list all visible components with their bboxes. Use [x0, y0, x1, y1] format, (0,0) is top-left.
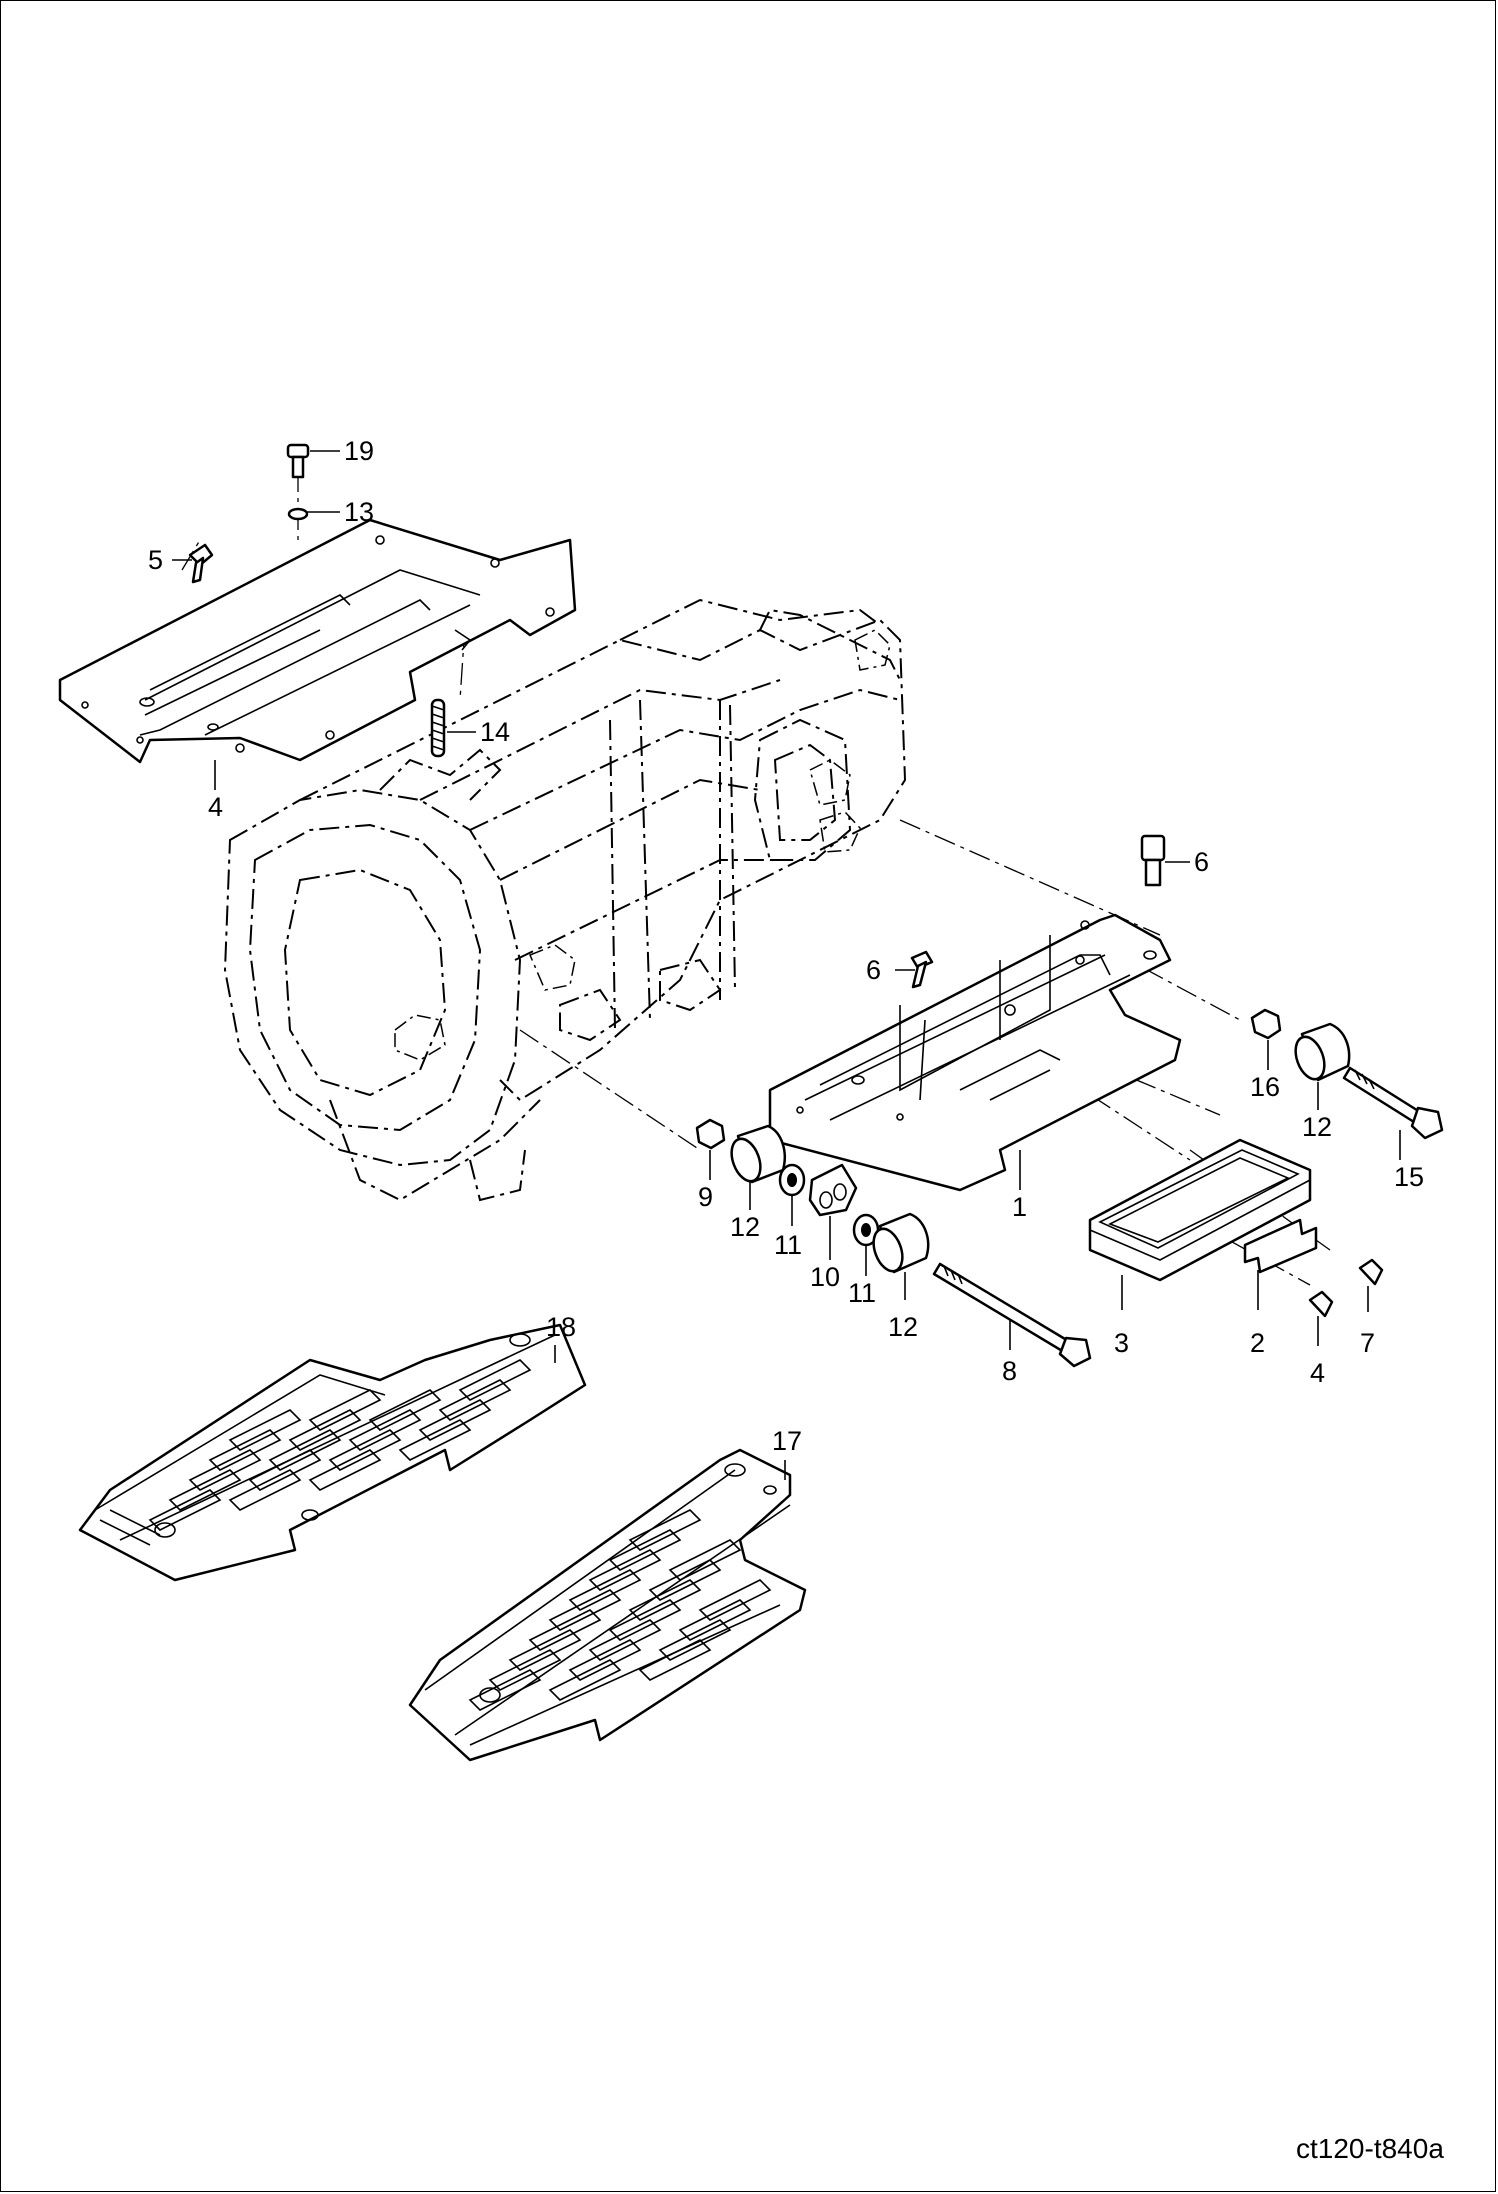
callout-12-left: 12: [730, 1212, 760, 1242]
callout-9: 9: [698, 1182, 713, 1212]
callout-4-lower: 4: [1310, 1358, 1325, 1388]
callout-10: 10: [810, 1262, 840, 1292]
part-14-nut: [1250, 1008, 1282, 1040]
callout-15: 17: [772, 1426, 802, 1456]
part-15-floor-mat-right: [408, 1448, 807, 1762]
figure-code: ct120-t840a: [1296, 2133, 1444, 2164]
callout-8: 8: [1002, 1356, 1017, 1386]
callout-19: 14: [480, 717, 510, 747]
callout-labels: 19 13 5 14 4 6 6 16 12 15 1 9 12 11 10 1…: [148, 436, 1424, 1456]
callout-6-upper: 5: [148, 545, 163, 575]
part-7-bolt: [1140, 834, 1166, 887]
part-16-floor-mat-left: [78, 1323, 587, 1582]
part-17-bolt: [286, 443, 310, 479]
callout-18: 13: [344, 497, 374, 527]
part-12-bushing-left: [730, 1124, 786, 1184]
callout-11-right: 11: [848, 1278, 876, 1308]
callout-13: 15: [1394, 1162, 1424, 1192]
part-10-bracket: [808, 1163, 858, 1217]
part-11-spacer-left: [778, 1163, 806, 1197]
callout-1: 1: [1012, 1192, 1027, 1222]
part-11-spacer-right: [852, 1213, 880, 1247]
part-12-bushing-middle: [872, 1212, 930, 1274]
part-19-spring: [430, 629, 472, 758]
callout-17: 19: [344, 436, 374, 466]
callout-6-lower: 6: [866, 955, 881, 985]
part-1-skid-plate: [768, 913, 1182, 1192]
part-4-screw-a: [1308, 1290, 1334, 1318]
callout-5: 4: [208, 792, 223, 822]
callout-3: 3: [1114, 1328, 1129, 1358]
part-13-bolt: [1342, 1066, 1444, 1140]
part-5-upper-plate: [58, 518, 577, 764]
part-9-nut: [695, 1118, 726, 1150]
callout-11-left: 11: [774, 1230, 802, 1260]
transmission-housing-phantom: [223, 598, 907, 1202]
callout-12-right: 12: [1302, 1112, 1332, 1142]
part-12-bushing-right: [1294, 1022, 1351, 1082]
callout-16: 18: [546, 1312, 576, 1342]
part-18-washer: [287, 507, 309, 521]
callout-4-upper: 7: [1360, 1328, 1375, 1358]
part-8-bolt: [932, 1262, 1092, 1368]
part-6-bolt-upper: [188, 543, 214, 584]
mat-left-tread-pattern: [99, 1333, 532, 1546]
part-6-bolt-lower: [910, 950, 934, 989]
leader-lines: [172, 450, 1401, 1480]
callout-14: 16: [1250, 1072, 1280, 1102]
part-4-screw-b: [1358, 1258, 1384, 1286]
callout-7: 6: [1194, 847, 1209, 877]
callout-2: 2: [1250, 1328, 1265, 1358]
callout-12-middle: 12: [888, 1312, 918, 1342]
mat-right-tread-pattern: [468, 1463, 777, 1711]
part-3-pad: [1088, 1138, 1312, 1282]
part-2-clip: [1243, 1218, 1318, 1274]
